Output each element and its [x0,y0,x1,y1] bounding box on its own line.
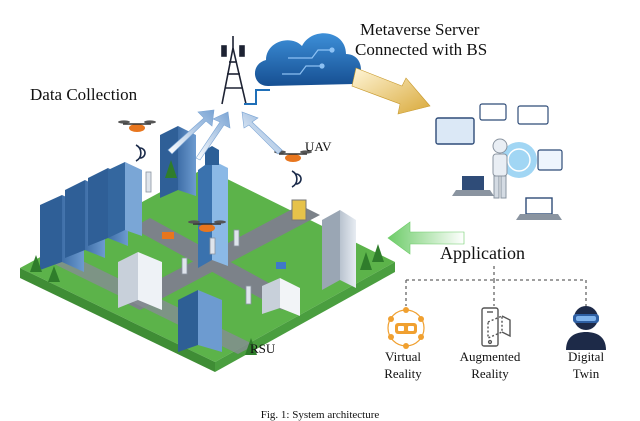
car [276,262,286,269]
figure-caption: Fig. 1: System architecture [260,409,380,421]
app-ar-label-line1: Augmented [459,349,521,364]
wireless-signal-icon [135,144,302,188]
rsu-units [145,171,252,305]
app-twin-label-line1: Digital [567,349,605,364]
data-collection-label: Data Collection [30,85,138,104]
residential-buildings [118,252,300,352]
network-link [244,89,270,105]
vr-network-icon [387,307,425,349]
app-vr-label-line2: Reality [384,366,422,381]
billboard [291,199,307,221]
robot-icon [492,138,508,199]
uav-label: UAV [305,139,332,154]
central-tower [198,146,228,268]
grey-tower [322,210,356,290]
cloud-server-icon [254,33,361,86]
headset-person-icon [566,306,606,350]
base-station-tower-icon [221,36,247,105]
trees [30,160,384,355]
app-ar-label-line2: Reality [471,366,509,381]
server-to-application-arrow [351,67,431,115]
metaverse-application-illustration [435,103,563,220]
laptop-icon [516,197,562,220]
office-tower-group [40,126,196,272]
laptop-icon [452,176,494,196]
rsu-label: RSU [250,341,276,356]
uav-drone-icon [118,120,156,132]
data-upload-arrows [167,109,283,161]
ar-phone-icon [481,307,511,347]
smart-city-illustration [20,126,395,372]
uav-drone-icon [188,220,226,232]
application-to-city-arrow [387,221,465,255]
application-label: Application [440,243,525,263]
metaverse-server-label-line1: Metaverse Server [360,20,480,39]
app-twin-label-line2: Twin [572,366,600,381]
app-vr-label-line1: Virtual [384,349,422,364]
application-connector-lines [405,266,587,306]
metaverse-server-label-line2: Connected with BS [355,40,488,59]
car [162,232,174,239]
